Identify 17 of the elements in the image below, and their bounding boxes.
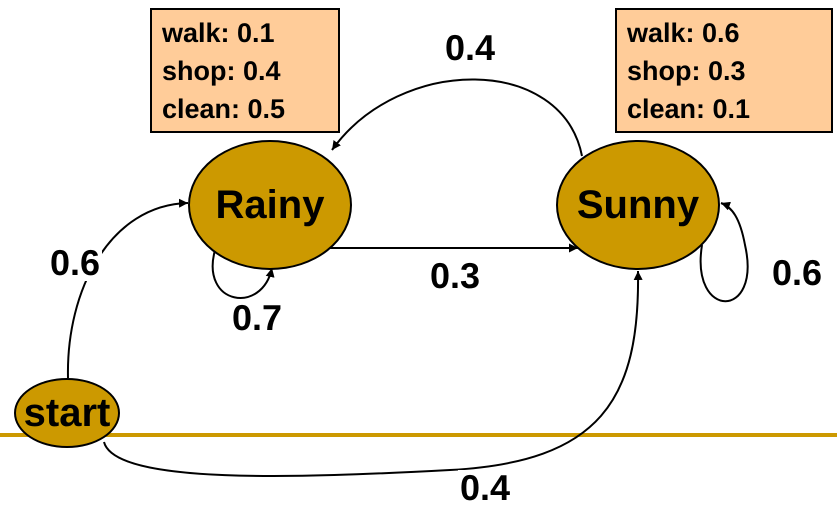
- state-name: Sunny: [576, 182, 700, 228]
- emission-probability: walk: 0.6: [627, 16, 740, 50]
- state-name: start: [24, 390, 110, 436]
- transition-arrow: [329, 244, 578, 252]
- emission-box: [615, 8, 833, 133]
- transition-arrow: [212, 250, 274, 299]
- emission-box: [150, 8, 340, 133]
- state-name: Rainy: [216, 182, 324, 228]
- emission-probability: clean: 0.5: [162, 92, 286, 126]
- transition-arrow: [67, 200, 188, 378]
- transition-arrow: [331, 78, 583, 156]
- transition-arrow: [103, 270, 642, 477]
- emission-probability: walk: 0.1: [162, 16, 275, 50]
- emission-probability: clean: 0.1: [627, 92, 750, 126]
- emission-probability: shop: 0.3: [627, 54, 746, 88]
- emission-probability: shop: 0.4: [162, 54, 281, 88]
- transition-arrow: [700, 202, 748, 302]
